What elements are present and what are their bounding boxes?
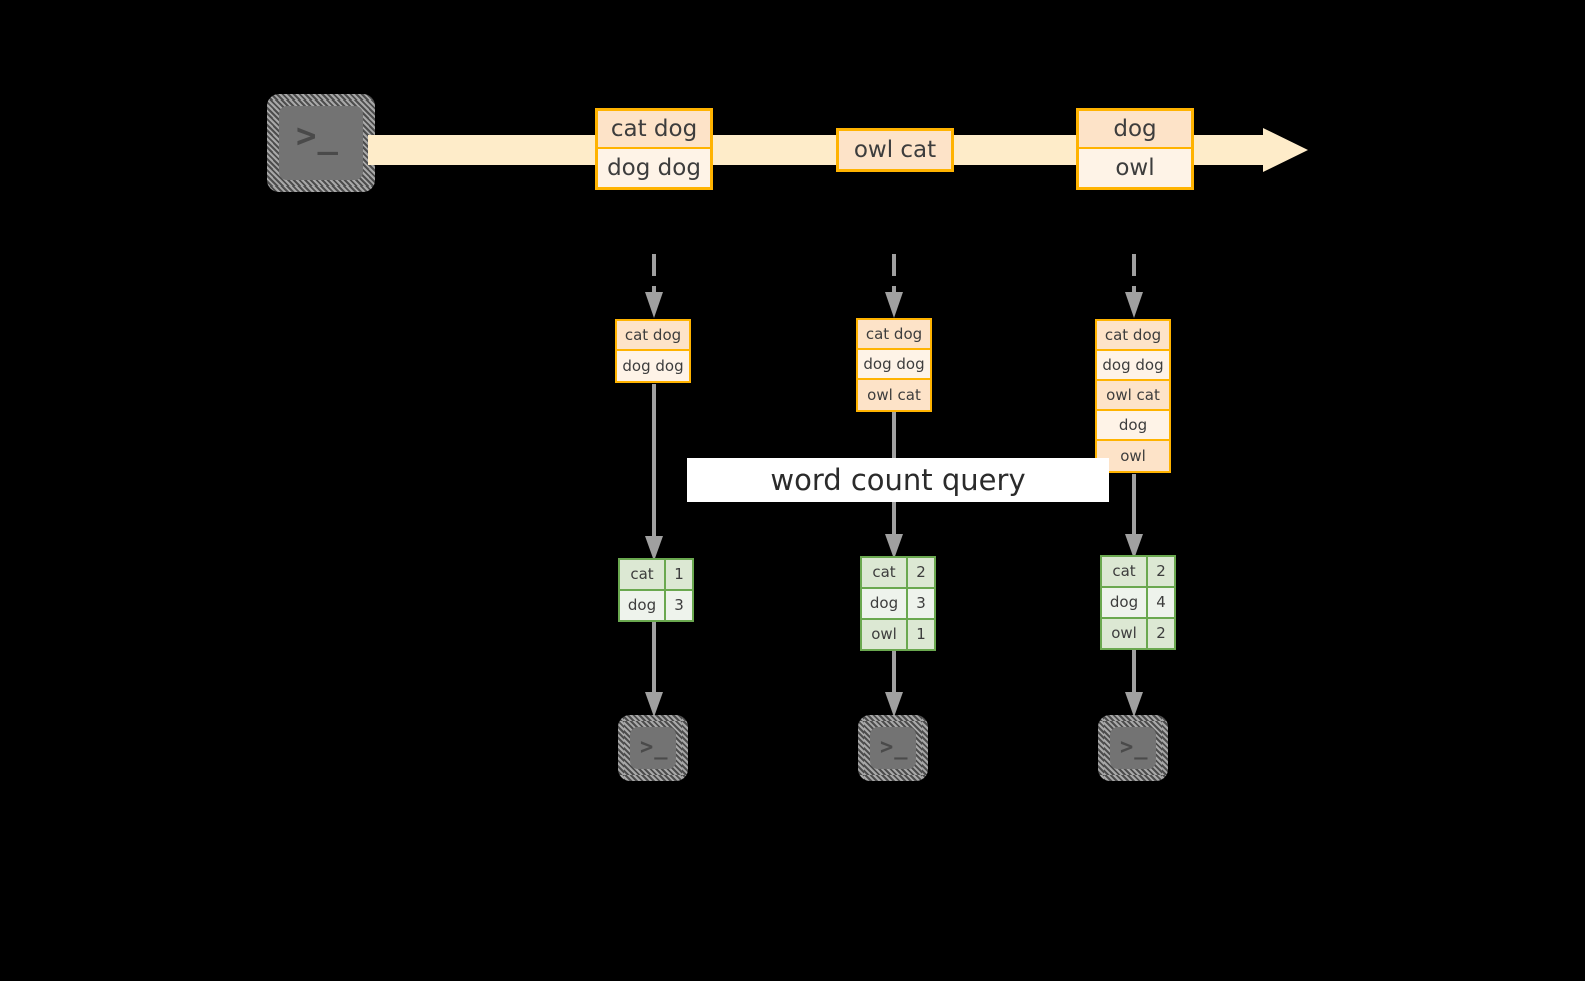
- result-count: 2: [1148, 557, 1174, 586]
- result-word: cat: [862, 558, 908, 587]
- terminal-prompt-glyph: >_: [640, 735, 669, 760]
- result-count: 3: [908, 589, 934, 618]
- state-box-2: cat dog dog dog owl cat: [856, 318, 932, 412]
- stream-event-line: dog dog: [598, 149, 710, 187]
- state-line: cat dog: [617, 321, 689, 351]
- stream-event-1: cat dog dog dog: [595, 108, 713, 190]
- result-count: 4: [1148, 588, 1174, 617]
- result-word: cat: [1102, 557, 1148, 586]
- result-row: cat 2: [1102, 557, 1174, 588]
- state-line: cat dog: [1097, 321, 1169, 351]
- state-box-3: cat dog dog dog owl cat dog owl: [1095, 319, 1171, 473]
- result-table-3: cat 2 dog 4 owl 2: [1100, 555, 1176, 650]
- result-count: 3: [666, 591, 692, 620]
- result-table-2: cat 2 dog 3 owl 1: [860, 556, 936, 651]
- result-word: owl: [862, 620, 908, 649]
- terminal-prompt-glyph: >_: [880, 735, 909, 760]
- state-line: owl: [1097, 441, 1169, 471]
- dashed-connector-3: [1121, 254, 1147, 320]
- sink-terminal-icon-1: >_: [618, 715, 688, 781]
- result-row: dog 3: [620, 591, 692, 620]
- sink-connector-3: [1121, 650, 1147, 718]
- result-row: cat 1: [620, 560, 692, 591]
- result-row: cat 2: [862, 558, 934, 589]
- result-count: 2: [908, 558, 934, 587]
- result-row: owl 1: [862, 620, 934, 649]
- result-word: dog: [1102, 588, 1148, 617]
- result-word: dog: [620, 591, 666, 620]
- state-line: dog dog: [617, 351, 689, 381]
- sink-connector-1: [641, 622, 667, 718]
- producer-terminal-icon: >_: [267, 94, 375, 192]
- state-line: owl cat: [858, 380, 930, 410]
- result-count: 1: [908, 620, 934, 649]
- query-connector-3: [1121, 474, 1147, 560]
- state-line: owl cat: [1097, 381, 1169, 411]
- result-row: owl 2: [1102, 619, 1174, 648]
- sink-terminal-screen: >_: [1110, 727, 1156, 769]
- state-line: dog dog: [1097, 351, 1169, 381]
- stream-event-line: owl cat: [839, 131, 951, 169]
- result-word: cat: [620, 560, 666, 589]
- stream-event-3: dog owl: [1076, 108, 1194, 190]
- state-line: dog: [1097, 411, 1169, 441]
- terminal-prompt-glyph: >_: [1120, 735, 1149, 760]
- result-row: dog 3: [862, 589, 934, 620]
- sink-connector-2: [881, 650, 907, 718]
- sink-terminal-icon-3: >_: [1098, 715, 1168, 781]
- sink-terminal-screen: >_: [870, 727, 916, 769]
- producer-terminal-screen: >_: [279, 106, 363, 180]
- state-line: dog dog: [858, 350, 930, 380]
- stream-event-line: dog: [1079, 111, 1191, 149]
- state-box-1: cat dog dog dog: [615, 319, 691, 383]
- sink-terminal-icon-2: >_: [858, 715, 928, 781]
- state-line: cat dog: [858, 320, 930, 350]
- query-connector-1: [641, 384, 667, 562]
- result-word: dog: [862, 589, 908, 618]
- stream-event-line: cat dog: [598, 111, 710, 149]
- result-table-1: cat 1 dog 3: [618, 558, 694, 622]
- result-count: 2: [1148, 619, 1174, 648]
- query-label: word count query: [687, 458, 1109, 502]
- stream-event-2: owl cat: [836, 128, 954, 172]
- dashed-connector-1: [641, 254, 667, 320]
- sink-terminal-screen: >_: [630, 727, 676, 769]
- stream-event-line: owl: [1079, 149, 1191, 187]
- result-word: owl: [1102, 619, 1148, 648]
- terminal-prompt-glyph: >_: [296, 116, 339, 156]
- dashed-connector-2: [881, 254, 907, 320]
- result-count: 1: [666, 560, 692, 589]
- result-row: dog 4: [1102, 588, 1174, 619]
